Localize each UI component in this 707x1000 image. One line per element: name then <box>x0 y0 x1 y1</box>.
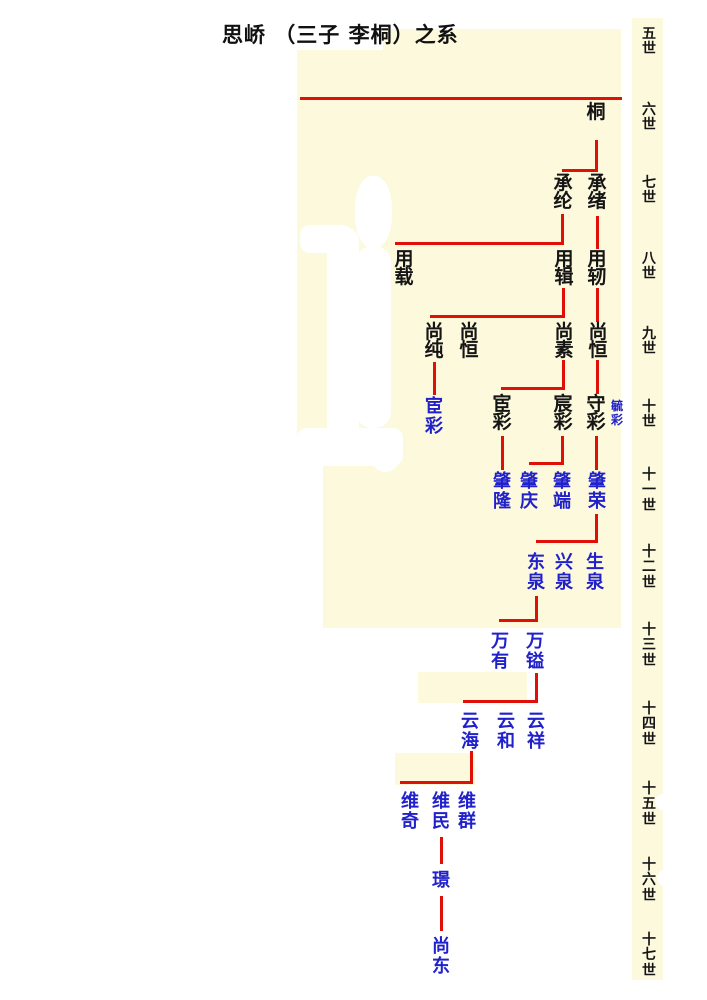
person-node: 尚恒 <box>588 321 608 362</box>
generation-label: 十世 <box>642 399 656 431</box>
connector-line <box>561 360 565 390</box>
person-node: 尚素 <box>554 321 574 362</box>
person-node: 璟 <box>432 870 450 891</box>
person-node: 宦彩 <box>492 393 512 434</box>
person-node: 承绪 <box>587 172 607 213</box>
person-node: 肇隆 <box>493 471 511 512</box>
connector-line <box>536 539 597 543</box>
person-node: 毓彩 <box>610 399 624 427</box>
connector-line <box>439 837 443 864</box>
connector-line <box>562 168 597 172</box>
white-blob <box>655 794 672 810</box>
person-node: 肇荣 <box>588 471 606 512</box>
connector-line <box>395 241 564 245</box>
person-node: 桐 <box>586 101 606 123</box>
person-node: 维民 <box>432 791 450 832</box>
white-blob <box>356 246 391 428</box>
person-node: 尚纯 <box>424 321 444 362</box>
connector-line <box>595 360 599 394</box>
person-node: 尚恒 <box>459 321 479 362</box>
person-node: 生泉 <box>586 552 604 593</box>
person-node: 用轫 <box>587 248 607 289</box>
generation-label: 十七世 <box>642 932 656 979</box>
connector-line <box>463 699 537 703</box>
page-title: 思峤 （三子 李桐）之系 <box>222 23 459 47</box>
connector-line <box>501 386 564 390</box>
generation-label: 五世 <box>642 26 656 58</box>
generation-label: 十一世 <box>642 467 656 514</box>
person-node: 肇庆 <box>520 471 538 512</box>
connector-line <box>400 780 472 784</box>
connector-line <box>594 436 598 470</box>
generation-label: 六世 <box>642 102 656 134</box>
connector-line <box>439 896 443 931</box>
white-blob <box>657 870 673 886</box>
connector-line <box>561 288 565 316</box>
connector-line <box>595 216 599 249</box>
connector-line <box>534 673 538 703</box>
person-node: 肇端 <box>553 471 571 512</box>
person-node: 万有 <box>491 631 509 672</box>
connector-line <box>300 96 622 100</box>
person-node: 万镒 <box>526 631 544 672</box>
paper-patch <box>418 672 527 703</box>
person-node: 宦彩 <box>425 396 443 437</box>
connector-line <box>430 314 565 318</box>
connector-line <box>534 596 538 622</box>
paper-patch <box>323 443 621 628</box>
generation-label: 十二世 <box>642 544 656 591</box>
person-node: 云海 <box>461 711 479 752</box>
generation-label: 十五世 <box>642 781 656 828</box>
paper-patch <box>395 753 475 785</box>
person-node: 承纶 <box>553 172 573 213</box>
generation-label: 十四世 <box>642 701 656 748</box>
connector-line <box>432 362 436 395</box>
person-node: 尚东 <box>432 936 450 977</box>
paper-patch <box>383 29 621 51</box>
generation-label: 九世 <box>642 326 656 358</box>
connector-line <box>529 461 563 465</box>
generation-label: 十六世 <box>642 857 656 904</box>
person-node: 兴泉 <box>555 552 573 593</box>
connector-line <box>499 618 537 622</box>
white-blob <box>371 441 400 472</box>
generation-label: 八世 <box>642 251 656 283</box>
person-node: 守彩 <box>586 393 606 434</box>
connector-line <box>560 214 564 243</box>
person-node: 用辑 <box>554 248 574 289</box>
generation-label: 七世 <box>642 175 656 207</box>
person-node: 维奇 <box>401 791 419 832</box>
person-node: 东泉 <box>527 552 545 593</box>
connector-line <box>560 436 564 465</box>
person-node: 云和 <box>497 711 515 752</box>
white-blob <box>355 176 392 248</box>
paper-patch <box>632 18 663 980</box>
white-blob <box>327 227 359 453</box>
person-node: 维群 <box>458 791 476 832</box>
person-node: 云祥 <box>527 711 545 752</box>
connector-line <box>500 436 504 470</box>
generation-label: 十三世 <box>642 622 656 669</box>
person-node: 用载 <box>394 248 414 289</box>
connector-line <box>594 514 598 543</box>
connector-line <box>595 288 599 322</box>
connector-line <box>594 140 598 172</box>
person-node: 宸彩 <box>553 393 573 434</box>
connector-line <box>469 751 473 784</box>
